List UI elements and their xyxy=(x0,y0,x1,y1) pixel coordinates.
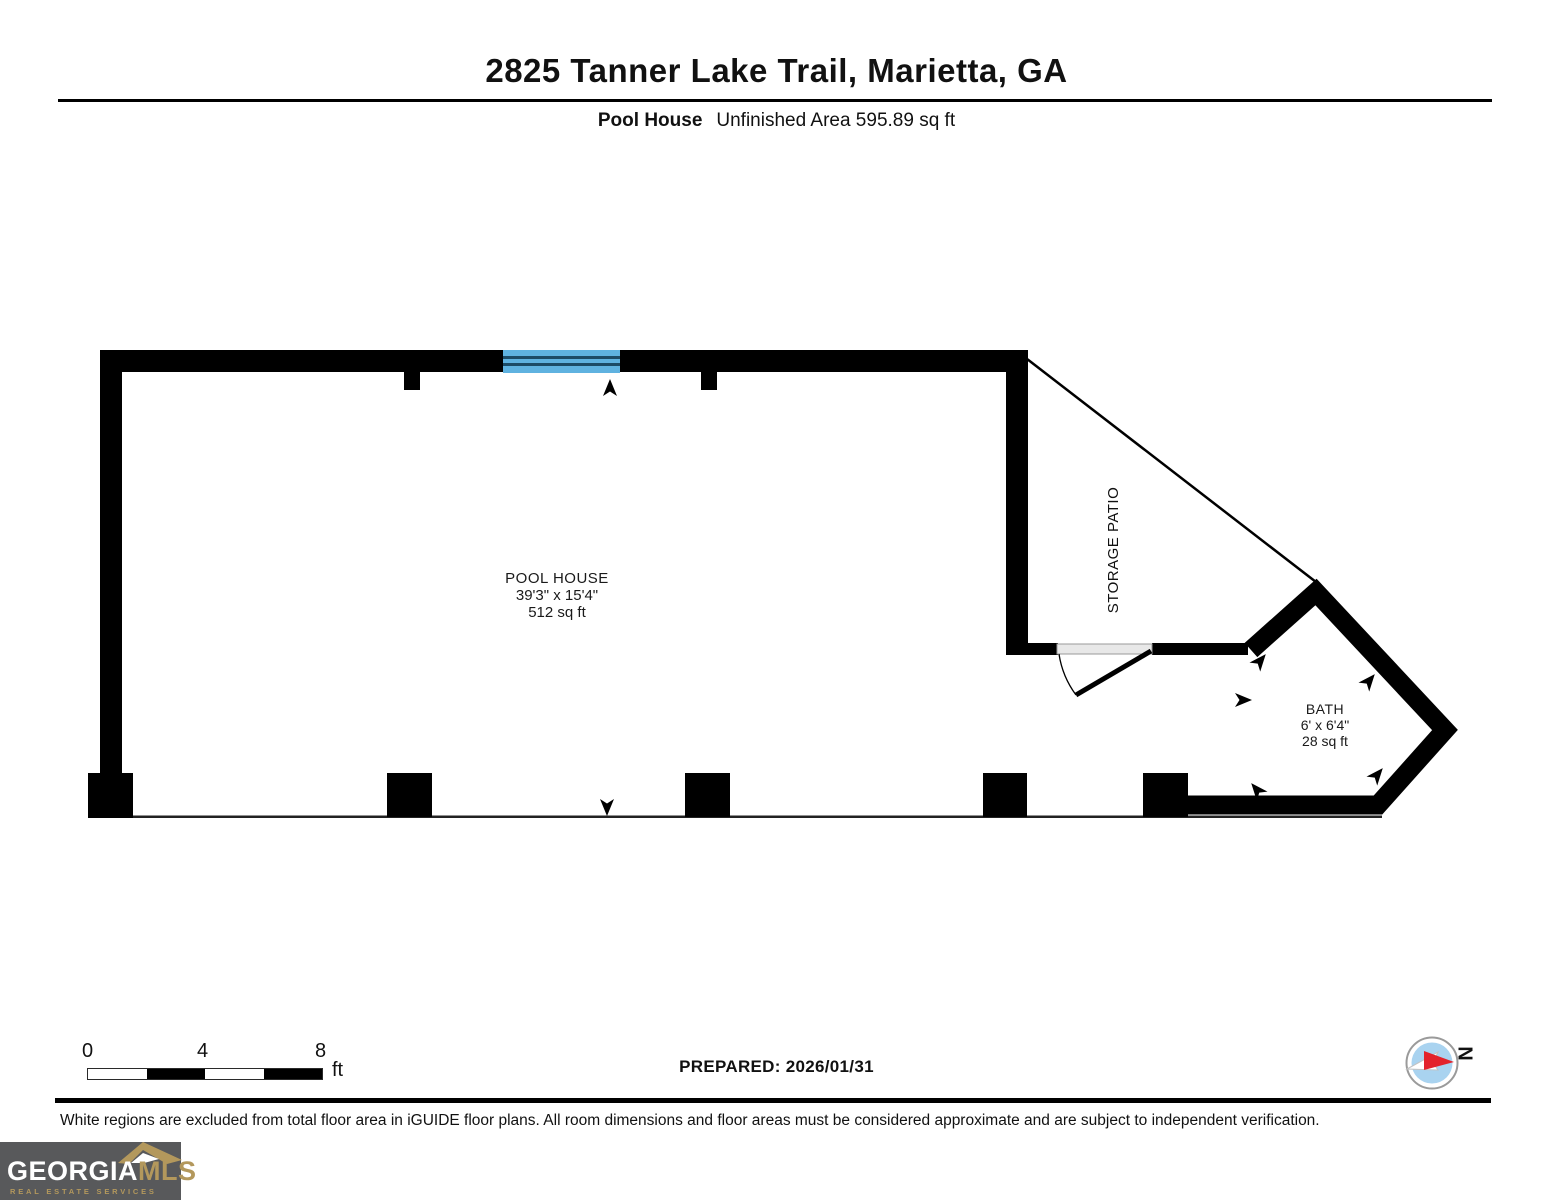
scale-tick-0: 0 xyxy=(82,1040,94,1062)
pool-house-label: POOL HOUSE 39'3" x 15'4" 512 sq ft xyxy=(457,570,657,621)
room-area: 28 sq ft xyxy=(1302,733,1348,749)
floor-name: Pool House xyxy=(597,110,703,131)
logo-secondary-text: MLS xyxy=(138,1156,197,1186)
scale-tick-4: 4 xyxy=(197,1040,209,1062)
room-name: BATH xyxy=(1305,701,1345,717)
pool-house-walls xyxy=(100,350,1028,773)
bath-label: BATH 6' x 6'4" 28 sq ft xyxy=(1255,701,1395,749)
logo-wordmark: GEORGIAMLS xyxy=(7,1156,197,1187)
room-dimensions: 39'3" x 15'4" xyxy=(515,587,599,604)
room-dimensions: 6' x 6'4" xyxy=(1300,717,1350,733)
disclaimer-text: White regions are excluded from total fl… xyxy=(60,1112,1320,1129)
storage-patio-label: STORAGE PATIO xyxy=(1105,486,1122,614)
scale-segment xyxy=(263,1069,322,1079)
scale-segment xyxy=(205,1069,264,1079)
floor-area: Unfinished Area 595.89 sq ft xyxy=(716,110,956,131)
window xyxy=(503,350,620,373)
scale-segment xyxy=(88,1069,147,1079)
pillars-and-open-edge xyxy=(88,773,1382,818)
prepared-date: PREPARED: 2026/01/31 xyxy=(679,1057,874,1076)
georgia-mls-logo: GEORGIAMLS REAL ESTATE SERVICES xyxy=(0,1142,196,1200)
logo-tagline: REAL ESTATE SERVICES xyxy=(10,1187,157,1196)
scale-unit: ft xyxy=(332,1059,344,1081)
door-swing xyxy=(1056,643,1153,698)
roof-icon xyxy=(118,1142,182,1164)
opening-arrow-icons: use{fill:#000;} xyxy=(600,379,1389,816)
room-name: POOL HOUSE xyxy=(505,570,609,587)
storage-patio-outline xyxy=(1006,351,1317,655)
logo-primary-text: GEORGIA xyxy=(7,1156,139,1186)
bath-walls xyxy=(1186,578,1458,815)
header-divider xyxy=(58,99,1492,102)
scale-bar xyxy=(87,1068,323,1080)
scale-tick-8: 8 xyxy=(315,1040,327,1062)
room-area: 512 sq ft xyxy=(528,604,586,621)
scale-segment xyxy=(146,1069,205,1079)
compass-icon xyxy=(1405,1036,1459,1090)
page-title: 2825 Tanner Lake Trail, Marietta, GA xyxy=(485,52,1068,89)
compass-north-label: N xyxy=(1453,1046,1476,1061)
floor-subtitle: Pool House Unfinished Area 595.89 sq ft xyxy=(0,110,1553,132)
footer-divider xyxy=(55,1098,1491,1103)
